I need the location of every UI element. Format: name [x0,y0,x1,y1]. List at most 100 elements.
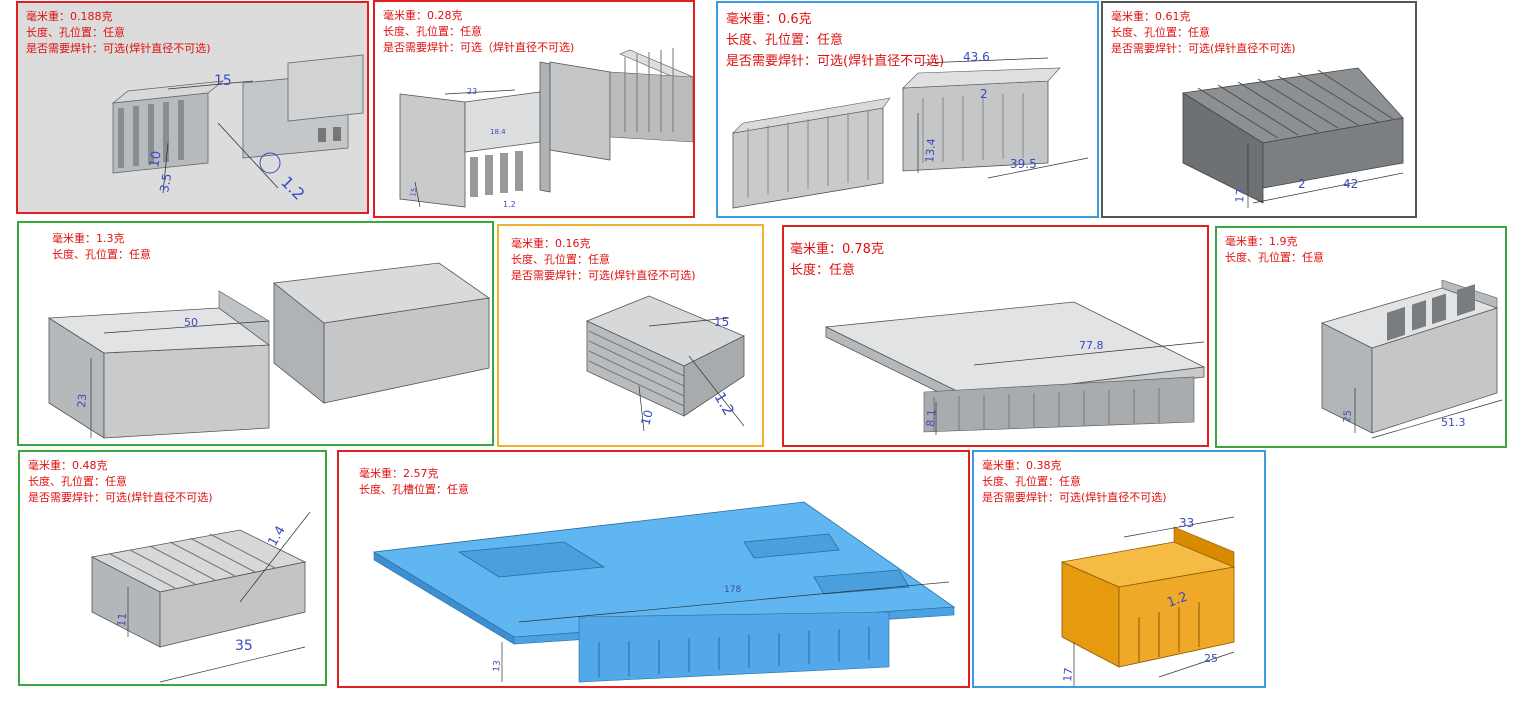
pin-option-label: 是否需要焊针：可选(焊针直径不可选) [982,491,1167,504]
u-channel-part [1320,279,1499,434]
heatsink-model-2: 23 18.4 15 1.2 [399,48,693,209]
weight-label: 毫米重：1.3克 [52,232,125,245]
spec-text: 毫米重：0.28克 长度、孔位置：任意 是否需要焊针：可选（焊针直径不可选) [383,8,574,56]
heatsink-panel-11: 毫米重：0.38克 长度、孔位置：任意 是否需要焊针：可选(焊针直径不可选) 3… [972,450,1266,688]
dim-label: 17 [1061,667,1075,682]
heatsink-panel-4: 毫米重：0.61克 长度、孔位置：任意 是否需要焊针：可选(焊针直径不可选) 2… [1101,1,1417,218]
pin-option-label: 是否需要焊针：可选(焊针直径不可选) [1111,42,1296,55]
dim-label: 42 [1343,177,1358,191]
spec-text: 毫米重：0.188克 长度、孔位置：任意 是否需要焊针：可选(焊针直径不可选) [26,9,211,57]
spec-text: 毫米重：2.57克 长度、孔槽位置：任意 [359,466,469,498]
dim-label: 50 [184,316,198,329]
finned-part [90,529,307,648]
dim-label: 1.2 [503,200,516,209]
heatsink-panel-8: 毫米重：1.9克 长度、孔位置：任意 51.3 25 [1215,226,1507,448]
finned-part [549,48,693,161]
heatsink-panel-7: 毫米重：0.78克 长度：任意 77.8 8.1 [782,225,1209,447]
dim-label: 51.3 [1441,416,1466,429]
dim-label: 77.8 [1079,339,1104,352]
dim-label: 8.1 [924,409,938,428]
dim-label: 2 [980,87,988,101]
weight-label: 毫米重：0.16克 [511,237,591,250]
pin-option-label: 是否需要焊针：可选(焊针直径不可选) [511,269,696,282]
spec-text: 毫米重：0.61克 长度、孔位置：任意 是否需要焊针：可选(焊针直径不可选) [1111,9,1296,57]
dim-label: 25 [1204,652,1218,665]
finned-part [585,295,745,417]
pin-option-label: 是否需要焊针：可选(焊针直径不可选) [28,491,213,504]
spec-text: 毫米重：0.16克 长度、孔位置：任意 是否需要焊针：可选(焊针直径不可选) [511,236,696,284]
weight-label: 毫米重：0.78克 [790,242,884,257]
heatsink-panel-9: 毫米重：0.48克 长度、孔位置：任意 是否需要焊针：可选(焊针直径不可选) 3… [18,450,327,686]
heatsink-model-6: 15 10 1.2 [585,295,745,432]
length-hole-label: 长度、孔位置：任意 [383,25,482,38]
length-hole-label: 长度、孔位置：任意 [1111,26,1210,39]
heatsink-model-5: 50 23 [47,262,491,439]
heatsink-model-7: 77.8 8.1 [824,301,1206,435]
spec-text: 毫米重：0.38克 长度、孔位置：任意 是否需要焊针：可选(焊针直径不可选) [982,458,1167,506]
dim-label: 3.5 [157,172,174,193]
spec-text: 毫米重：0.48克 长度、孔位置：任意 是否需要焊针：可选(焊针直径不可选) [28,458,213,506]
length-hole-label: 长度、孔位置：任意 [982,475,1081,488]
weight-label: 毫米重：1.9克 [1225,235,1298,248]
dim-label: 43.6 [963,50,990,64]
dim-label: 11 [115,612,129,627]
dim-label: 13.4 [923,138,938,164]
heatsink-model-9: 35 1.4 11 [90,511,311,683]
channel-part [902,67,1061,172]
dim-label: 23 [75,393,89,408]
weight-label: 毫米重：0.28克 [383,9,463,22]
heatsink-model-11: 33 1.2 25 17 [1060,516,1236,686]
spec-text: 毫米重：0.6克 长度、孔位置：任意 是否需要焊针：可选(焊针直径不可选) [726,9,944,72]
heatsink-panel-10: 毫米重：2.57克 长度、孔槽位置：任意 178 13 [337,450,970,688]
dim-label: 33 [1179,516,1194,530]
finned-part [732,97,891,209]
dim-label: 39.5 [1010,157,1037,171]
dim-label: 35 [235,638,253,654]
dim-label: 15 [214,73,232,89]
dim-label: 23 [467,87,477,96]
dim-label: 17 [1233,188,1247,203]
heatsink-panel-3: 毫米重：0.6克 长度、孔位置：任意 是否需要焊针：可选(焊针直径不可选) [716,1,1099,218]
finned-part [273,262,491,404]
blue-base-plate [372,501,956,683]
dim-label: 18.4 [490,128,506,136]
weight-label: 毫米重：0.6克 [726,12,812,27]
dim-label: 10 [147,150,165,169]
length-hole-label: 长度：任意 [790,263,856,278]
dim-label: 15 [714,315,729,329]
spec-text: 毫米重：1.9克 长度、孔位置：任意 [1225,234,1324,266]
pin-option-label: 是否需要焊针：可选(焊针直径不可选) [726,54,945,69]
length-hole-label: 长度、孔位置：任意 [28,475,127,488]
weight-label: 毫米重：0.61克 [1111,10,1191,23]
spec-text: 毫米重：0.78克 长度：任意 [790,239,884,281]
weight-label: 毫米重：0.38克 [982,459,1062,472]
dim-label: 10 [638,408,655,426]
heatsink-model-8: 51.3 25 [1320,279,1503,439]
dim-label: 13 [492,660,503,672]
length-hole-label: 长度、孔位置：任意 [511,253,610,266]
dim-label: 25 [1342,410,1354,424]
orange-u-channel [1060,526,1236,668]
dim-label: 178 [724,585,741,595]
length-hole-label: 长度、孔位置：任意 [52,248,151,261]
u-channel-part [47,290,271,439]
u-channel-part [399,61,551,208]
spec-text: 毫米重：1.3克 长度、孔位置：任意 [52,231,151,263]
weight-label: 毫米重：0.188克 [26,10,113,23]
dim-label: 1.2 [1165,590,1190,611]
channel-part-right [242,54,364,159]
heatsink-panel-1: 毫米重：0.188克 长度、孔位置：任意 是否需要焊针：可选(焊针直径不可选) … [16,1,369,214]
length-hole-label: 长度、孔位置：任意 [726,33,844,48]
heatsink-panel-5: 毫米重：1.3克 长度、孔位置：任意 50 23 [17,221,494,446]
weight-label: 毫米重：2.57克 [359,467,439,480]
dim-label: 15 [409,187,418,197]
length-hole-label: 长度、孔位置：任意 [1225,251,1324,264]
flat-finned-plate [824,301,1206,433]
heatsink-panel-6: 毫米重：0.16克 长度、孔位置：任意 是否需要焊针：可选(焊针直径不可选) 1… [497,224,764,447]
finned-part [1181,67,1404,204]
heatsink-model-3: 43.6 2 13.4 39.5 [732,50,1089,209]
pin-option-label: 是否需要焊针：可选（焊针直径不可选) [383,41,575,54]
length-hole-label: 长度、孔位置：任意 [26,26,125,39]
weight-label: 毫米重：0.48克 [28,459,108,472]
finned-part-left [111,80,225,174]
